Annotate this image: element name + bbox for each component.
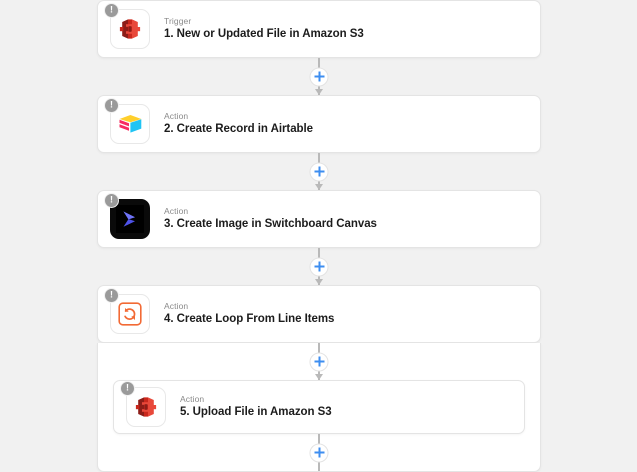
amazon-s3-icon (110, 9, 150, 49)
step-title-label: 1. New or Updated File in Amazon S3 (164, 28, 364, 41)
step-icon-wrapper: ! (120, 381, 166, 427)
add-step-button-loop-after[interactable] (309, 443, 329, 462)
warning-badge-label: ! (110, 4, 113, 15)
step-card-text: Action 2. Create Record in Airtable (164, 111, 313, 137)
workflow-canvas: ! Trigger 1. New (97, 0, 541, 472)
add-step-button-3[interactable] (309, 257, 329, 276)
connector-arrow-icon (315, 279, 323, 285)
workflow-flow: ! Trigger 1. New (97, 0, 541, 472)
warning-badge-icon: ! (104, 3, 119, 18)
warning-badge-label: ! (110, 194, 113, 205)
step-card-text: Action 5. Upload File in Amazon S3 (180, 394, 332, 420)
step-icon-wrapper: ! (104, 3, 150, 49)
step-kind-label: Action (164, 205, 189, 216)
warning-badge-label: ! (110, 289, 113, 300)
loop-body-container: ! (97, 343, 541, 472)
step-kind-label: Action (164, 300, 189, 311)
step-icon-wrapper: ! (104, 98, 150, 144)
plus-icon (314, 166, 325, 177)
warning-badge-label: ! (126, 382, 129, 393)
step-card-text: Action 4. Create Loop From Line Items (164, 301, 334, 327)
plus-icon (314, 447, 325, 458)
connector-loop-after (113, 434, 525, 471)
warning-badge-icon: ! (104, 288, 119, 303)
step-card-upload-s3[interactable]: ! (113, 380, 525, 434)
connector-3 (97, 248, 541, 285)
connector-arrow-icon (315, 184, 323, 190)
step-kind-label: Trigger (164, 15, 192, 26)
step-title-label: 5. Upload File in Amazon S3 (180, 406, 332, 419)
step-icon-wrapper: ! (104, 193, 150, 239)
add-step-button-1[interactable] (309, 67, 329, 86)
connector-arrow-icon (315, 374, 323, 380)
step-title-label: 4. Create Loop From Line Items (164, 313, 335, 326)
step-card-switchboard-canvas[interactable]: ! Action 3. Create Image in Switchboard … (97, 190, 541, 248)
step-card-trigger[interactable]: ! Trigger 1. New (97, 0, 541, 58)
step-card-text: Trigger 1. New or Updated File in Amazon… (164, 16, 364, 42)
warning-badge-icon: ! (104, 98, 119, 113)
add-step-button-2[interactable] (309, 162, 329, 181)
step-card-text: Action 3. Create Image in Switchboard Ca… (164, 206, 377, 232)
loop-body-inner: ! (98, 343, 540, 471)
step-title-label: 2. Create Record in Airtable (164, 123, 313, 136)
connector-2 (97, 153, 541, 190)
plus-icon (314, 71, 325, 82)
step-kind-label: Action (180, 393, 205, 404)
step-card-airtable[interactable]: ! Action 2. Create Record in Airtable (97, 95, 541, 153)
warning-badge-icon: ! (120, 381, 135, 396)
connector-1 (97, 58, 541, 95)
connector-loop-before (113, 343, 525, 380)
plus-icon (314, 261, 325, 272)
add-step-button-loop-before[interactable] (309, 352, 329, 371)
step-kind-label: Action (164, 110, 189, 121)
plus-icon (314, 356, 325, 367)
step-title-label: 3. Create Image in Switchboard Canvas (164, 218, 377, 231)
step-card-loop[interactable]: ! Action 4. Create Loop From Line Items (97, 285, 541, 343)
step-icon-wrapper: ! (104, 288, 150, 334)
warning-badge-icon: ! (104, 193, 119, 208)
warning-badge-label: ! (110, 99, 113, 110)
connector-arrow-icon (315, 89, 323, 95)
